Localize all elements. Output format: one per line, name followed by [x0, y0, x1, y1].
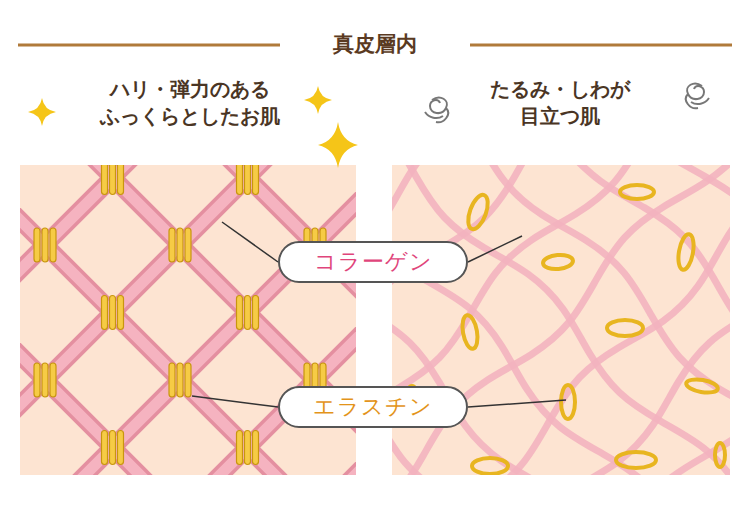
elastin-ring [561, 385, 575, 419]
collagen-fiber [564, 165, 730, 475]
collagen-fiber [20, 165, 356, 475]
collagen-fiber [20, 165, 356, 475]
leader-line [222, 222, 278, 262]
title-rule [470, 44, 732, 47]
sagging-fiber-net [392, 165, 730, 475]
elastin-band [102, 296, 124, 330]
collagen-fiber [300, 165, 356, 475]
collagen-fiber [657, 165, 730, 475]
elastin-band [102, 165, 124, 195]
collagen-fiber [392, 165, 526, 475]
elastin-ring [472, 458, 508, 474]
collagen-fiber [20, 165, 356, 475]
collagen-fiber [20, 165, 356, 475]
label-box: コラーゲン [278, 241, 468, 283]
collagen-fiber [20, 165, 220, 475]
collagen-fiber [20, 165, 356, 475]
leader-lines [192, 222, 566, 407]
elastin-ring [616, 452, 656, 468]
heading-label: ハリ・弾力のある ふっくらとしたお肌 [85, 76, 295, 130]
collagen-fiber [275, 165, 356, 475]
collagen-fiber [20, 165, 356, 475]
collagen-fiber [478, 165, 730, 475]
elastin-band [34, 363, 56, 397]
healthy-fiber-net [20, 165, 356, 475]
collagen-fiber [20, 165, 60, 475]
elastin-band [169, 228, 191, 262]
collagen-fiber [20, 165, 356, 475]
elastin-band [169, 363, 191, 397]
label-text: コラーゲン [314, 247, 433, 277]
collagen-fiber [403, 165, 730, 475]
collagen-fiber [505, 165, 730, 475]
collagen-fiber [707, 165, 730, 475]
collagen-fiber [140, 165, 356, 475]
collagen-fiber [20, 165, 356, 475]
collagen-fiber [30, 165, 356, 475]
elastin-band [237, 296, 259, 330]
collagen-fiber [392, 165, 431, 475]
elastin-ring [676, 233, 696, 271]
elastin-ring [464, 192, 491, 231]
collagen-fiber [20, 165, 356, 475]
collagen-fiber [392, 165, 642, 475]
title-rule [18, 44, 280, 47]
collagen-fiber [20, 165, 355, 475]
heading-label: たるみ・しわが 目立つ肌 [455, 76, 665, 130]
collagen-fiber [20, 165, 60, 475]
elastin-ring [685, 377, 719, 394]
collagen-fiber [20, 165, 356, 475]
elastin-band [237, 165, 259, 195]
collagen-fiber [20, 165, 356, 475]
collagen-fiber [20, 165, 356, 475]
elastin-ring [715, 443, 725, 467]
collagen-fiber [392, 165, 730, 475]
collagen-fiber [20, 165, 356, 475]
leader-line [468, 236, 522, 262]
label-box: エラスチン [278, 386, 468, 428]
leader-line [468, 400, 566, 407]
collagen-fiber [20, 165, 195, 475]
collagen-fiber [20, 165, 356, 475]
collagen-fiber [140, 165, 356, 475]
title-row: 真皮層内 [0, 30, 750, 58]
elastin-ring [460, 314, 480, 350]
collagen-fiber [20, 165, 195, 475]
elastin-band [102, 431, 124, 465]
elastin-ring [542, 254, 573, 271]
label-text: エラスチン [313, 392, 433, 422]
leader-line [192, 396, 278, 407]
elastin-band [237, 431, 259, 465]
collagen-fiber [20, 165, 356, 475]
elastin-band [34, 228, 56, 262]
title: 真皮層内 [325, 32, 425, 56]
collagen-fiber [20, 165, 356, 475]
collagen-fiber [20, 165, 356, 475]
collagen-fiber [20, 165, 356, 475]
elastin-ring [620, 185, 654, 199]
elastin-ring [607, 320, 643, 336]
